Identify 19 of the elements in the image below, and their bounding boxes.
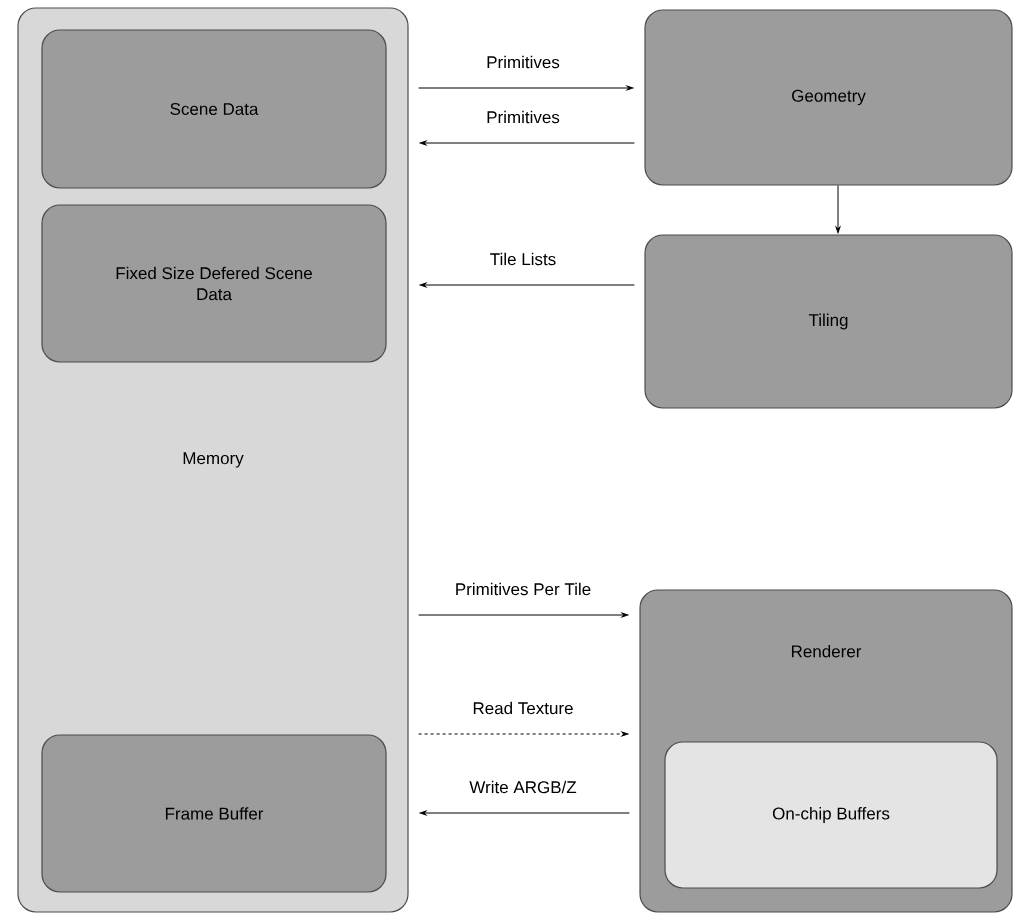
arrow [419,810,630,816]
edge-label: Tile Lists [487,250,559,268]
edge-label: Read Texture [470,699,576,717]
arrow [418,731,629,737]
buffer-box: Scene Data [41,29,387,189]
edge-label: Write ARGB/Z [467,778,579,796]
arrow [418,85,634,91]
arrow [835,185,841,234]
arrow [419,282,635,288]
edge-label: Primitives [484,108,562,126]
buffer-box: Frame Buffer [41,734,387,893]
arrow [418,612,629,618]
unit-box: Geometry [644,9,1013,186]
edge-label: Primitives [484,53,562,71]
buffer-box: On-chip Buffers [664,741,998,889]
edge-label: Primitives Per Tile [452,580,594,598]
buffer-box: Fixed Size Defered Scene Data [41,204,387,363]
arrow [419,140,635,146]
unit-box: Tiling [644,234,1013,409]
